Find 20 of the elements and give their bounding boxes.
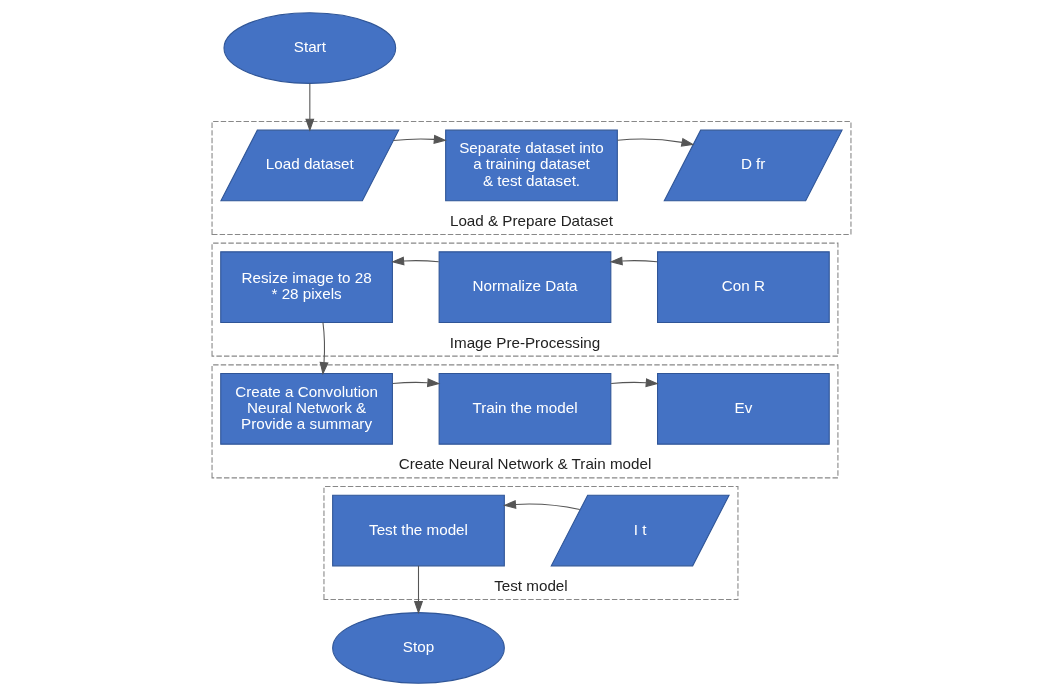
arrow	[390, 256, 439, 266]
arrow	[413, 565, 423, 615]
arrow	[392, 134, 447, 144]
arrow	[609, 256, 658, 266]
arrow	[391, 378, 440, 388]
node-box: Normalize Data	[438, 251, 611, 323]
arrow	[616, 137, 694, 147]
node-box: Resize image to 28 * 28 pixels	[219, 251, 393, 323]
node-ellipse: Stop	[331, 612, 505, 684]
node-box: Separate dataset into a training dataset & test dataset.	[444, 129, 618, 202]
arrow	[319, 321, 329, 376]
node-box: Ev	[656, 373, 830, 445]
node-box: Train the model	[438, 373, 611, 445]
arrow	[502, 499, 580, 511]
node-ellipse: Start	[222, 12, 396, 84]
node-box: Con R	[656, 251, 830, 323]
node-box: Test the model	[331, 494, 505, 567]
arrow	[304, 82, 314, 132]
arrow	[610, 378, 659, 388]
node-box: Create a Convolution Neural Network & Provide a summary	[219, 373, 393, 445]
